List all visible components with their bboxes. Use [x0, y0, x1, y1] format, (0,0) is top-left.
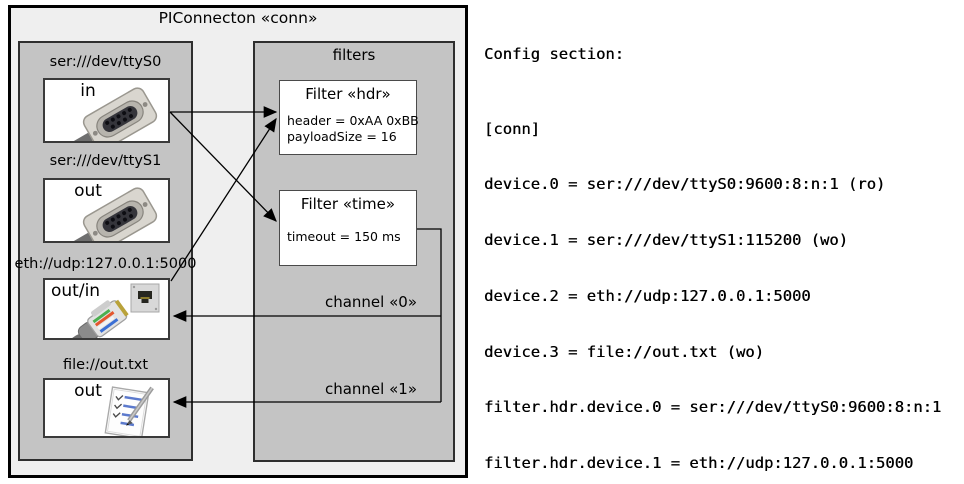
- filter-box-time: Filter «time» timeout = 150 ms: [279, 190, 417, 266]
- config-section: Config section: [conn] device.0 = ser://…: [484, 8, 962, 484]
- serial-connector-icon: [70, 187, 158, 241]
- device-box-ttys1: out: [43, 178, 170, 243]
- filters-panel: filters Filter «hdr» header = 0xAA 0xBB …: [253, 41, 455, 462]
- notepad-icon: [104, 386, 154, 436]
- device-box-ttys0: in: [43, 78, 170, 143]
- ethernet-jack-icon: [130, 283, 160, 313]
- config-line: filter.hdr.device.0 = ser:///dev/ttyS0:9…: [484, 398, 942, 417]
- ethernet-plug-icon: [63, 299, 129, 338]
- serial-connector-icon: [70, 87, 158, 141]
- config-line: device.2 = eth://udp:127.0.0.1:5000: [484, 286, 811, 305]
- filters-panel-title: filters: [332, 46, 376, 64]
- device-port-label: out: [74, 181, 102, 201]
- filter-title: Filter «time»: [300, 195, 396, 213]
- device-box-file: out: [43, 378, 170, 438]
- config-line: device.1 = ser:///dev/ttyS1:115200 (wo): [484, 231, 848, 250]
- filter-box-hdr: Filter «hdr» header = 0xAA 0xBB payloadS…: [279, 80, 419, 155]
- config-line: device.3 = file://out.txt (wo): [484, 342, 764, 361]
- device-box-eth: out/in: [43, 278, 170, 340]
- device-port-label: out/in: [51, 281, 101, 301]
- filter-attribute: payloadSize = 16: [287, 129, 397, 144]
- filter-attribute: header = 0xAA 0xBB: [287, 113, 419, 128]
- device-url-label: file://out.txt: [62, 357, 149, 373]
- filter-attribute: timeout = 150 ms: [287, 229, 401, 244]
- config-line: device.0 = ser:///dev/ttyS0:9600:8:n:1 (…: [484, 175, 886, 194]
- device-port-label: out: [74, 381, 102, 401]
- device-port-label: in: [80, 81, 96, 101]
- piconnector-diagram: PIConnecton «conn» ser:///dev/ttyS0 in: [8, 5, 468, 478]
- config-line: [conn]: [484, 119, 540, 138]
- channel-0-label: channel «0»: [324, 293, 417, 311]
- filter-title: Filter «hdr»: [305, 85, 391, 103]
- diagram-title: PIConnecton «conn»: [158, 9, 318, 27]
- device-url-label: ser:///dev/ttyS0: [49, 54, 162, 70]
- device-url-label: ser:///dev/ttyS1: [49, 153, 162, 169]
- config-heading: Config section:: [484, 45, 624, 64]
- config-line: filter.hdr.device.1 = eth://udp:127.0.0.…: [484, 454, 914, 473]
- device-url-label: eth://udp:127.0.0.1:5000: [14, 256, 197, 272]
- devices-panel: ser:///dev/ttyS0 in: [15, 41, 196, 461]
- channel-1-label: channel «1»: [324, 380, 417, 398]
